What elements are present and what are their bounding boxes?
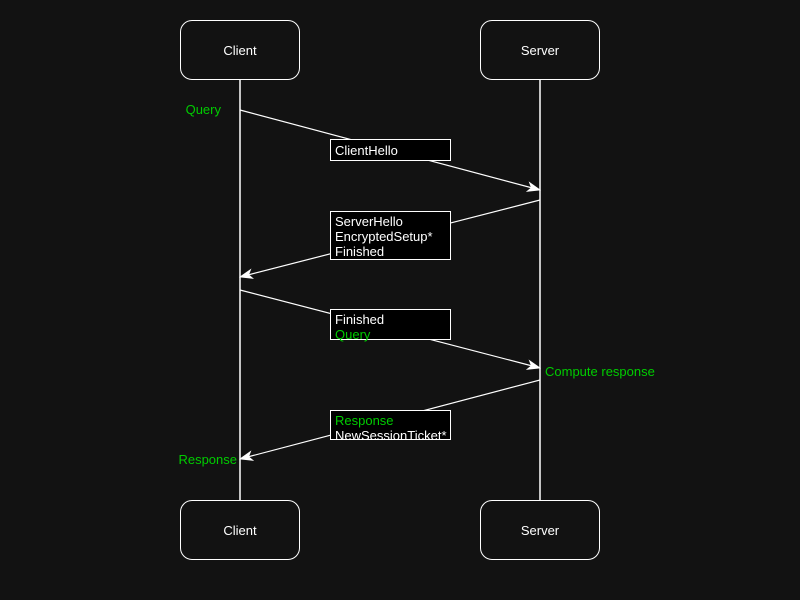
- message-box-server-hello: ServerHello EncryptedSetup* Finished: [330, 211, 451, 260]
- actor-server-top: Server: [480, 20, 600, 80]
- message-box-finished-query: Finished Query: [330, 309, 451, 342]
- actor-client-bottom-label: Client: [223, 522, 257, 538]
- message-line: NewSessionTicket*: [335, 428, 447, 443]
- annotation-query: Query: [185, 102, 221, 117]
- annotation-response: Response: [178, 452, 237, 467]
- message-box-response-ticket: Response NewSessionTicket*: [330, 410, 451, 443]
- actor-client-top: Client: [180, 20, 300, 80]
- message-line: ClientHello: [335, 143, 398, 158]
- actor-server-bottom: Server: [480, 500, 600, 560]
- message-line: ServerHello: [335, 214, 403, 229]
- message-line: EncryptedSetup*: [335, 229, 433, 244]
- message-line: Query: [335, 327, 371, 342]
- annotation-compute-response: Compute response: [545, 364, 655, 379]
- message-line: Finished: [335, 244, 385, 259]
- actor-server-bottom-label: Server: [520, 522, 560, 538]
- message-line: Response: [335, 413, 394, 428]
- message-box-client-hello: ClientHello: [330, 139, 451, 161]
- actor-client-bottom: Client: [180, 500, 300, 560]
- message-line: Finished: [335, 312, 385, 327]
- actor-client-top-label: Client: [223, 42, 257, 58]
- actor-server-top-label: Server: [520, 42, 560, 58]
